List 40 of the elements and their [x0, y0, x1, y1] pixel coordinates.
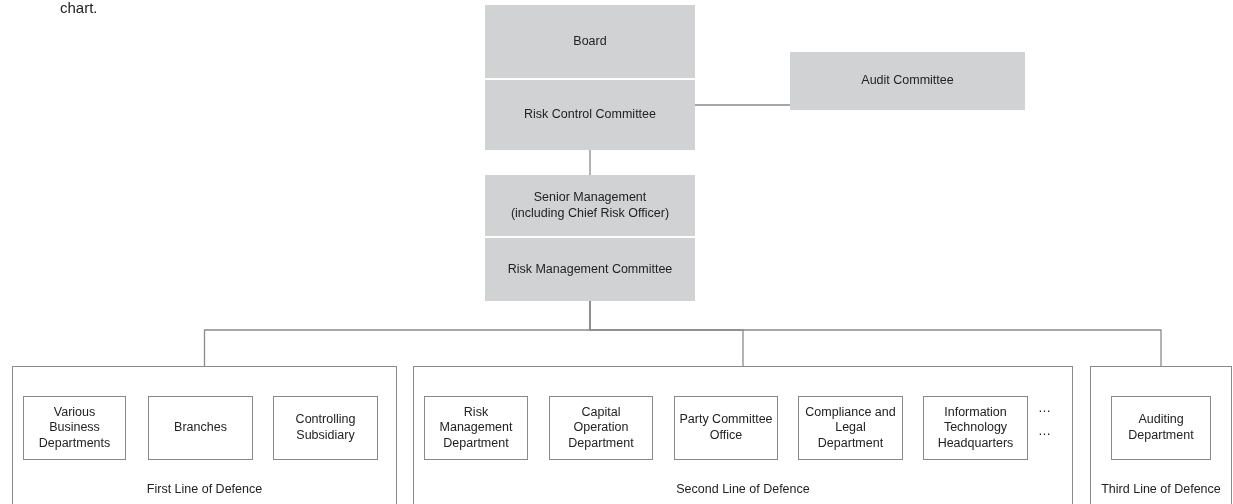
process-box: [485, 5, 695, 78]
node-label: Risk Management Committee: [506, 261, 674, 278]
process-box: [549, 396, 653, 460]
group-label: Third Line of Defence: [1100, 482, 1222, 498]
connector-line: [589, 149, 591, 176]
group-frame: [413, 366, 1073, 504]
node-label: Various Business Departments: [37, 404, 112, 452]
node-label: Compliance and Legal Department: [804, 404, 897, 452]
caption-text: chart.: [60, 0, 98, 15]
node-label: Risk Control Committee: [523, 107, 657, 123]
process-box: [424, 396, 528, 460]
process-box: [798, 396, 903, 460]
process-box: [148, 396, 253, 460]
node-label: Board: [572, 33, 608, 50]
process-box: [790, 52, 1025, 110]
process-box: [273, 396, 378, 460]
process-box: [485, 175, 695, 236]
ellipsis-mark: …: [1038, 424, 1051, 437]
group-label: First Line of Defence: [145, 482, 264, 498]
process-box: [23, 396, 126, 460]
node-label: Controlling Subsidiary: [294, 412, 357, 444]
node-label: Senior Management (including Chief Risk Officer): [509, 189, 671, 222]
node-label: Auditing Department: [1127, 412, 1195, 444]
group-label: Second Line of Defence: [675, 482, 811, 498]
node-label: Risk Management Department: [438, 404, 514, 452]
node-label: Party Committee Office: [678, 412, 774, 444]
process-box: [1111, 396, 1211, 460]
group-frame: [1090, 366, 1232, 504]
node-label: Audit Committee: [860, 73, 955, 89]
ellipsis-mark: …: [1038, 401, 1051, 414]
process-box: [674, 396, 778, 460]
node-label: Information Technology Headquarters: [936, 404, 1015, 452]
process-box: [923, 396, 1028, 460]
process-box: [485, 80, 695, 150]
process-box: [485, 238, 695, 301]
connector-line: [694, 104, 791, 106]
node-label: Branches: [173, 420, 228, 436]
group-frame: [12, 366, 397, 504]
connector-line: [589, 300, 1162, 367]
node-label: Capital Operation Department: [567, 404, 635, 452]
